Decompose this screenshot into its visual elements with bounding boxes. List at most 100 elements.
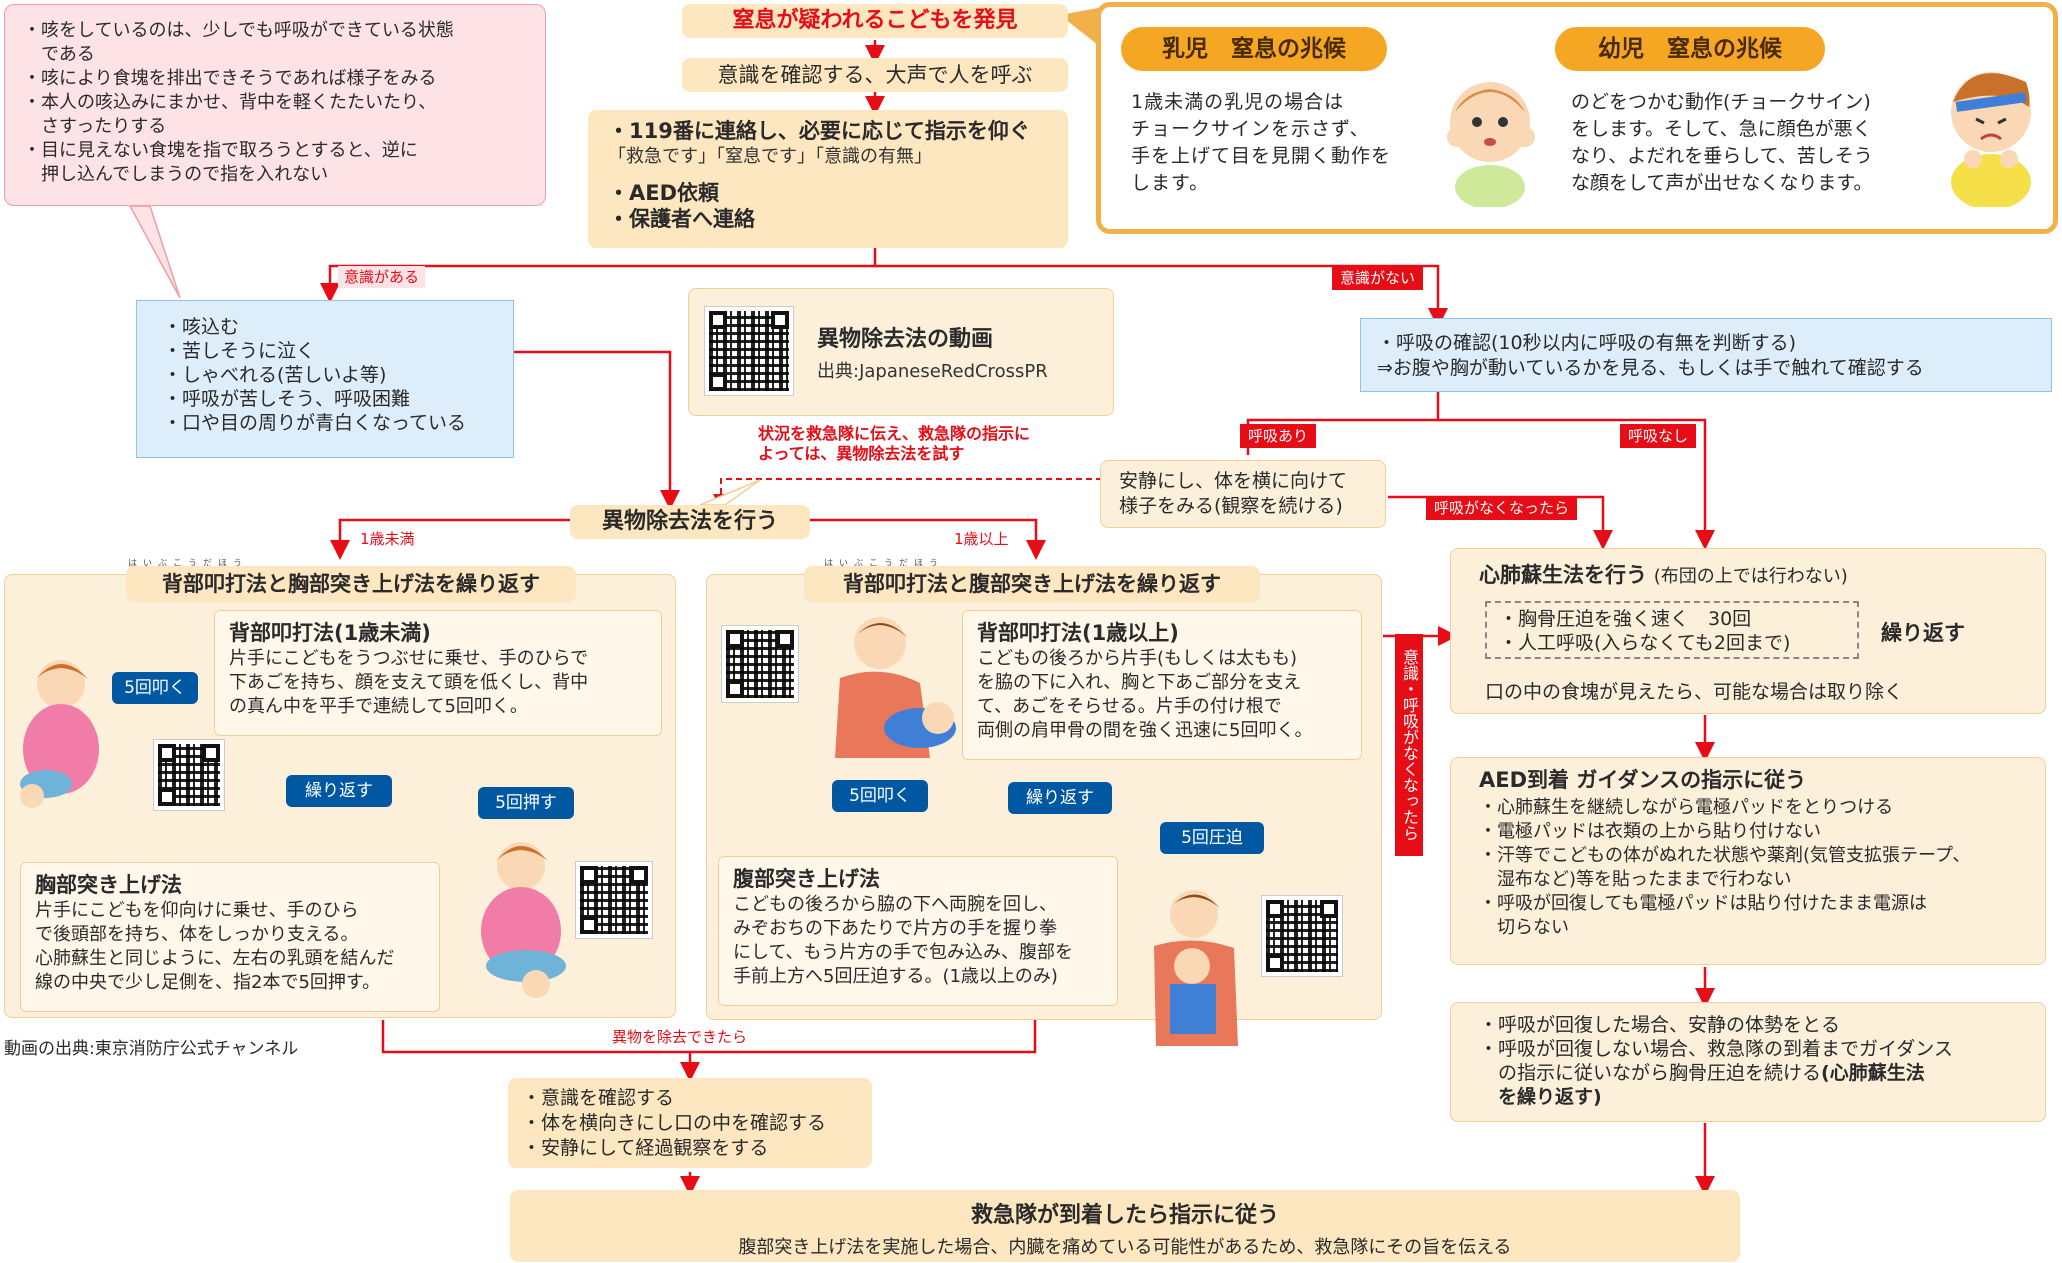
cough-note-line: ・本人の咳込みにまかせ、背中を軽くたたいたり、	[23, 92, 437, 113]
breath-check-line: ・呼吸の確認(10秒以内に呼吸の有無を判断する)	[1377, 332, 1797, 354]
toddler-signs-line: な顔をして声が出せなくなります。	[1571, 172, 1873, 194]
qr-code-icon[interactable]	[721, 625, 799, 703]
infant-chest-thrust-title: 胸部突き上げ法	[35, 873, 182, 897]
infant-back-blows-text: 片手にこどもをうつぶせに乗せ、手のひらで 下あごを持ち、顔を支えて頭を低くし、背…	[229, 647, 647, 719]
infant-back-blows-line: 片手にこどもをうつぶせに乗せ、手のひらで	[229, 648, 589, 669]
qr-code-icon[interactable]	[153, 739, 225, 811]
toddler-signs-text: のどをつかむ動作(チョークサイン) をします。そして、急に顔色が悪く なり、よだ…	[1571, 89, 1931, 197]
cpr-note: 口の中の食塊が見えたら、可能な場合は取り除く	[1485, 681, 1904, 703]
observe-line: 様子をみる(観察を続ける)	[1119, 495, 1343, 517]
instruction-note: 状況を救急隊に伝え、救急隊の指示に よっては、異物除去法を試す	[758, 424, 1030, 464]
child-back-blows-box: 背部叩打法(1歳以上) こどもの後ろから片手(もしくは太もも) を脇の下に入れ、…	[962, 610, 1362, 760]
pill-5-hits-child: 5回叩く	[832, 780, 928, 812]
foreign-removal-box: 異物除去法を行う	[570, 505, 810, 539]
pill-repeat-infant: 繰り返す	[286, 775, 392, 807]
observe-line: 安静にし、体を横に向けて	[1119, 470, 1348, 492]
label-removed: 異物を除去できたら	[612, 1026, 748, 1048]
child-back-blows-title: 背部叩打法(1歳以上)	[977, 621, 1179, 645]
final-title: 救急隊が到着したら指示に従う	[970, 1203, 1279, 1228]
label-lost-consciousness: 意識・呼吸がなくなったら	[1395, 634, 1423, 856]
cough-note-line: さすったりする	[23, 116, 167, 137]
label-over-1: 1歳以上	[954, 530, 1009, 548]
call-119-line: ・119番に連絡し、必要に応じて指示を仰ぐ	[608, 119, 1030, 143]
aed-box: AED到着 ガイダンスの指示に従う ・心肺蘇生を継続しながら電極パッドをとりつけ…	[1450, 757, 2046, 965]
recovery-line: ・呼吸が回復した場合、安静の体勢をとる	[1479, 1014, 1841, 1036]
video-source: 出典:JapaneseRedCrossPR	[817, 361, 1048, 382]
infant-signs-line: チョークサインを示さず、	[1131, 118, 1370, 140]
breath-check-line: ⇒お腹や胸が動いているかを見る、もしくは手で触れて確認する	[1377, 357, 1924, 379]
cpr-step: ・胸骨圧迫を強く速く 30回	[1499, 608, 1752, 630]
toddler-signs-line: のどをつかむ動作(チョークサイン)	[1571, 91, 1871, 113]
pill-repeat-child: 繰り返す	[1008, 782, 1112, 814]
cpr-title-note: (布団の上では行わない)	[1653, 566, 1848, 587]
pill-5-push: 5回押す	[478, 787, 574, 819]
child-back-blows-line: を脇の下に入れ、胸と下あご部分を支え	[977, 672, 1302, 693]
qr-code-icon[interactable]	[704, 306, 794, 396]
cough-note-line: ・咳により食塊を排出できそうであれば様子をみる	[23, 68, 437, 89]
child-abdominal-thrust-line: 手前上方へ5回圧迫する。(1歳以上のみ)	[733, 966, 1058, 987]
child-abdominal-thrust-line: にして、もう片方の手で包み込み、腹部を	[733, 942, 1074, 963]
infant-signs-line: 手を上げて目を見開く動作を	[1131, 145, 1392, 167]
infant-chest-thrust-text: 片手にこどもを仰向けに乗せ、手のひら で後頭部を持ち、体をしっかり支える。 心肺…	[35, 899, 425, 995]
child-abdominal-thrust-illustration	[1134, 886, 1244, 1056]
toddler-signs-line: をします。そして、急に顔色が悪く	[1571, 118, 1872, 140]
recovery-line-bold: を繰り返す)	[1479, 1086, 1602, 1108]
conscious-sign: ・咳込む	[163, 316, 240, 338]
breath-check-box: ・呼吸の確認(10秒以内に呼吸の有無を判断する) ⇒お腹や胸が動いているかを見る…	[1360, 318, 2052, 392]
infant-choking-illustration	[1435, 67, 1545, 209]
pill-5-hits-infant: 5回叩く	[112, 672, 198, 704]
child-back-blow-illustration	[820, 608, 960, 768]
recovery-line-bold: (心肺蘇生法	[1821, 1062, 1925, 1084]
video-source-note: 動画の出典:東京消防庁公式チャンネル	[4, 1039, 299, 1059]
cough-note: ・咳をしているのは、少しでも呼吸ができている状態 である ・咳により食塊を排出で…	[4, 4, 546, 206]
video-box: 異物除去法の動画 出典:JapaneseRedCrossPR	[688, 288, 1114, 416]
choking-signs-panel: 乳児 窒息の兆候 1歳未満の乳児の場合は チョークサインを示さず、 手を上げて目…	[1096, 2, 2058, 234]
child-back-blows-text: こどもの後ろから片手(もしくは太もも) を脇の下に入れ、胸と下あご部分を支え て…	[977, 647, 1347, 743]
child-back-blows-line: て、あごをそらせる。片手の付け根で	[977, 696, 1282, 717]
infant-back-blows-line: の真ん中を平手で連続して5回叩く。	[229, 696, 528, 717]
infant-header-ruby: はいぶこうだほう	[128, 559, 249, 569]
aed-request: ・AED依頼	[608, 181, 720, 205]
label-unconscious: 意識がない	[1332, 266, 1424, 290]
recovery-line: ・呼吸が回復しない場合、救急隊の到着までガイダンス	[1479, 1038, 1953, 1060]
aed-item: ・汗等でこどもの体がぬれた状態や薬剤(気管支拡張テープ、	[1479, 845, 1971, 866]
cpr-box: 心肺蘇生法を行う (布団の上では行わない) ・胸骨圧迫を強く速く 30回 ・人工…	[1450, 548, 2046, 714]
child-back-blows-line: 両側の肩甲骨の間を強く迅速に5回叩く。	[977, 720, 1313, 741]
conscious-signs-box: ・咳込む ・苦しそうに泣く ・しゃべれる(苦しいよ等) ・呼吸が苦しそう、呼吸困…	[136, 300, 514, 458]
start-box: 窒息が疑われるこどもを発見	[682, 4, 1068, 38]
infant-back-blows-title: 背部叩打法(1歳未満)	[229, 621, 431, 645]
instruction-note-line: 状況を救急隊に伝え、救急隊の指示に	[758, 424, 1031, 443]
label-not-breathing: 呼吸なし	[1620, 424, 1697, 448]
infant-chest-thrust-line: で後頭部を持ち、体をしっかり支える。	[35, 924, 359, 945]
cough-note-line: 押し込んでしまうので指を入れない	[23, 164, 329, 185]
aed-item: ・電極パッドは衣類の上から貼り付けない	[1479, 821, 1821, 842]
recovery-line: の指示に従いながら胸骨圧迫を続ける	[1479, 1062, 1822, 1084]
cough-note-line: ・目に見えない食塊を指で取ろうとすると、逆に	[23, 140, 418, 161]
guardian-contact: ・保護者へ連絡	[608, 207, 755, 231]
cpr-repeat: 繰り返す	[1881, 621, 1965, 645]
label-under-1: 1歳未満	[360, 530, 415, 548]
child-method-header: 背部叩打法と腹部突き上げ法を繰り返す	[804, 566, 1260, 602]
final-box: 救急隊が到着したら指示に従う 腹部突き上げ法を実施した場合、内臓を痛めている可能…	[510, 1190, 1740, 1262]
infant-back-blows-line: 下あごを持ち、顔を支えて頭を低くし、背中	[229, 672, 589, 693]
toddler-signs-line: なり、よだれを垂らして、苦しそう	[1571, 145, 1873, 167]
child-abdominal-thrust-box: 腹部突き上げ法 こどもの後ろから脇の下へ両腕を回し、 みぞおちの下あたりで片方の…	[718, 856, 1118, 1006]
qr-code-icon[interactable]	[575, 861, 653, 939]
qr-code-icon[interactable]	[1261, 895, 1343, 977]
consciousness-check-box: 意識を確認する、大声で人を呼ぶ	[682, 58, 1068, 92]
final-text: 腹部突き上げ法を実施した場合、内臓を痛めている可能性があるため、救急隊にその旨を…	[738, 1237, 1512, 1258]
infant-chest-thrust-box: 胸部突き上げ法 片手にこどもを仰向けに乗せ、手のひら で後頭部を持ち、体をしっか…	[20, 862, 440, 1012]
child-header-ruby: はいぶこうだほう	[824, 559, 945, 569]
infant-method-header: 背部叩打法と胸部突き上げ法を繰り返す	[126, 566, 576, 602]
conscious-sign: ・しゃべれる(苦しいよ等)	[163, 364, 387, 386]
infant-chest-thrust-line: 線の中央で少し足側を、指2本で5回押す。	[35, 972, 381, 993]
after-removal-line: ・体を横向きにし口の中を確認する	[522, 1112, 827, 1134]
label-conscious: 意識がある	[338, 266, 426, 288]
instruction-note-line: よっては、異物除去法を試す	[758, 444, 965, 463]
child-back-blows-line: こどもの後ろから片手(もしくは太もも)	[977, 648, 1298, 669]
after-removal-box: ・意識を確認する ・体を横向きにし口の中を確認する ・安静にして経過観察をする	[508, 1078, 872, 1168]
aed-item: ・呼吸が回復しても電極パッドは貼り付けたまま電源は	[1479, 893, 1928, 914]
conscious-sign: ・口や目の周りが青白くなっている	[163, 412, 467, 434]
infant-signs-line: します。	[1131, 172, 1210, 194]
pill-5-press: 5回圧迫	[1160, 822, 1264, 854]
